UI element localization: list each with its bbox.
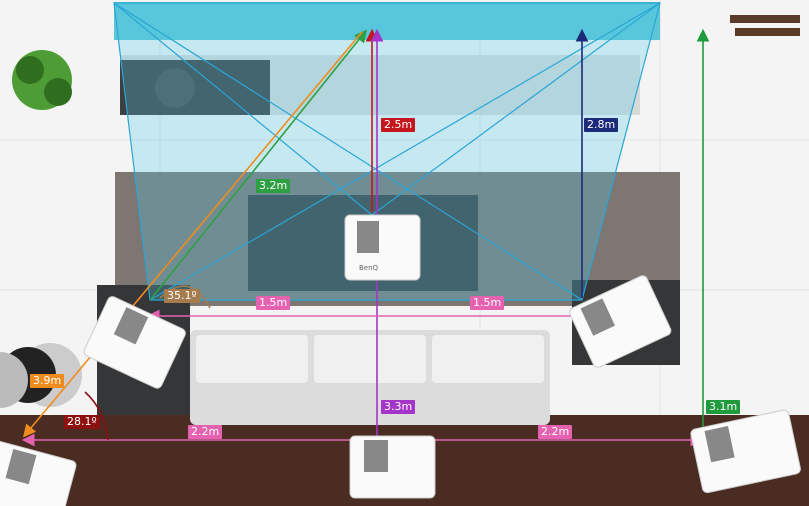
- brand-logo: BenQ: [359, 264, 379, 272]
- label-rear-center: 3.3m: [381, 400, 416, 414]
- projector-center: BenQ: [344, 214, 421, 281]
- ceiling-light: [730, 15, 800, 36]
- label-angle-lower: 28.1º: [64, 415, 100, 429]
- label-offset-left: 1.5m: [256, 296, 291, 310]
- lamp: [0, 343, 82, 408]
- projection-screen: [114, 2, 660, 40]
- label-rear-left: 2.2m: [188, 425, 223, 439]
- projector-rear-right: [690, 409, 801, 494]
- plant: [12, 50, 72, 110]
- label-diagonal-far: 3.9m: [30, 374, 65, 388]
- label-diagonal-left: 3.2m: [256, 179, 291, 193]
- label-ceiling-right: 2.8m: [584, 118, 619, 132]
- measurement-lines: [21, 28, 710, 447]
- projector-right: [569, 275, 672, 368]
- projector-rear-left: [0, 440, 77, 506]
- speaker: [155, 68, 195, 108]
- projection-cone: [113, 2, 661, 301]
- label-angle-upper: 35.1º: [164, 289, 200, 303]
- label-offset-right: 1.5m: [470, 296, 505, 310]
- label-ceiling-center: 2.5m: [381, 118, 416, 132]
- label-rear-far-right: 3.1m: [706, 400, 741, 414]
- sofa: [190, 330, 550, 425]
- projector-rear-center: [349, 435, 436, 499]
- label-rear-right: 2.2m: [538, 425, 573, 439]
- projector-left: [83, 296, 186, 389]
